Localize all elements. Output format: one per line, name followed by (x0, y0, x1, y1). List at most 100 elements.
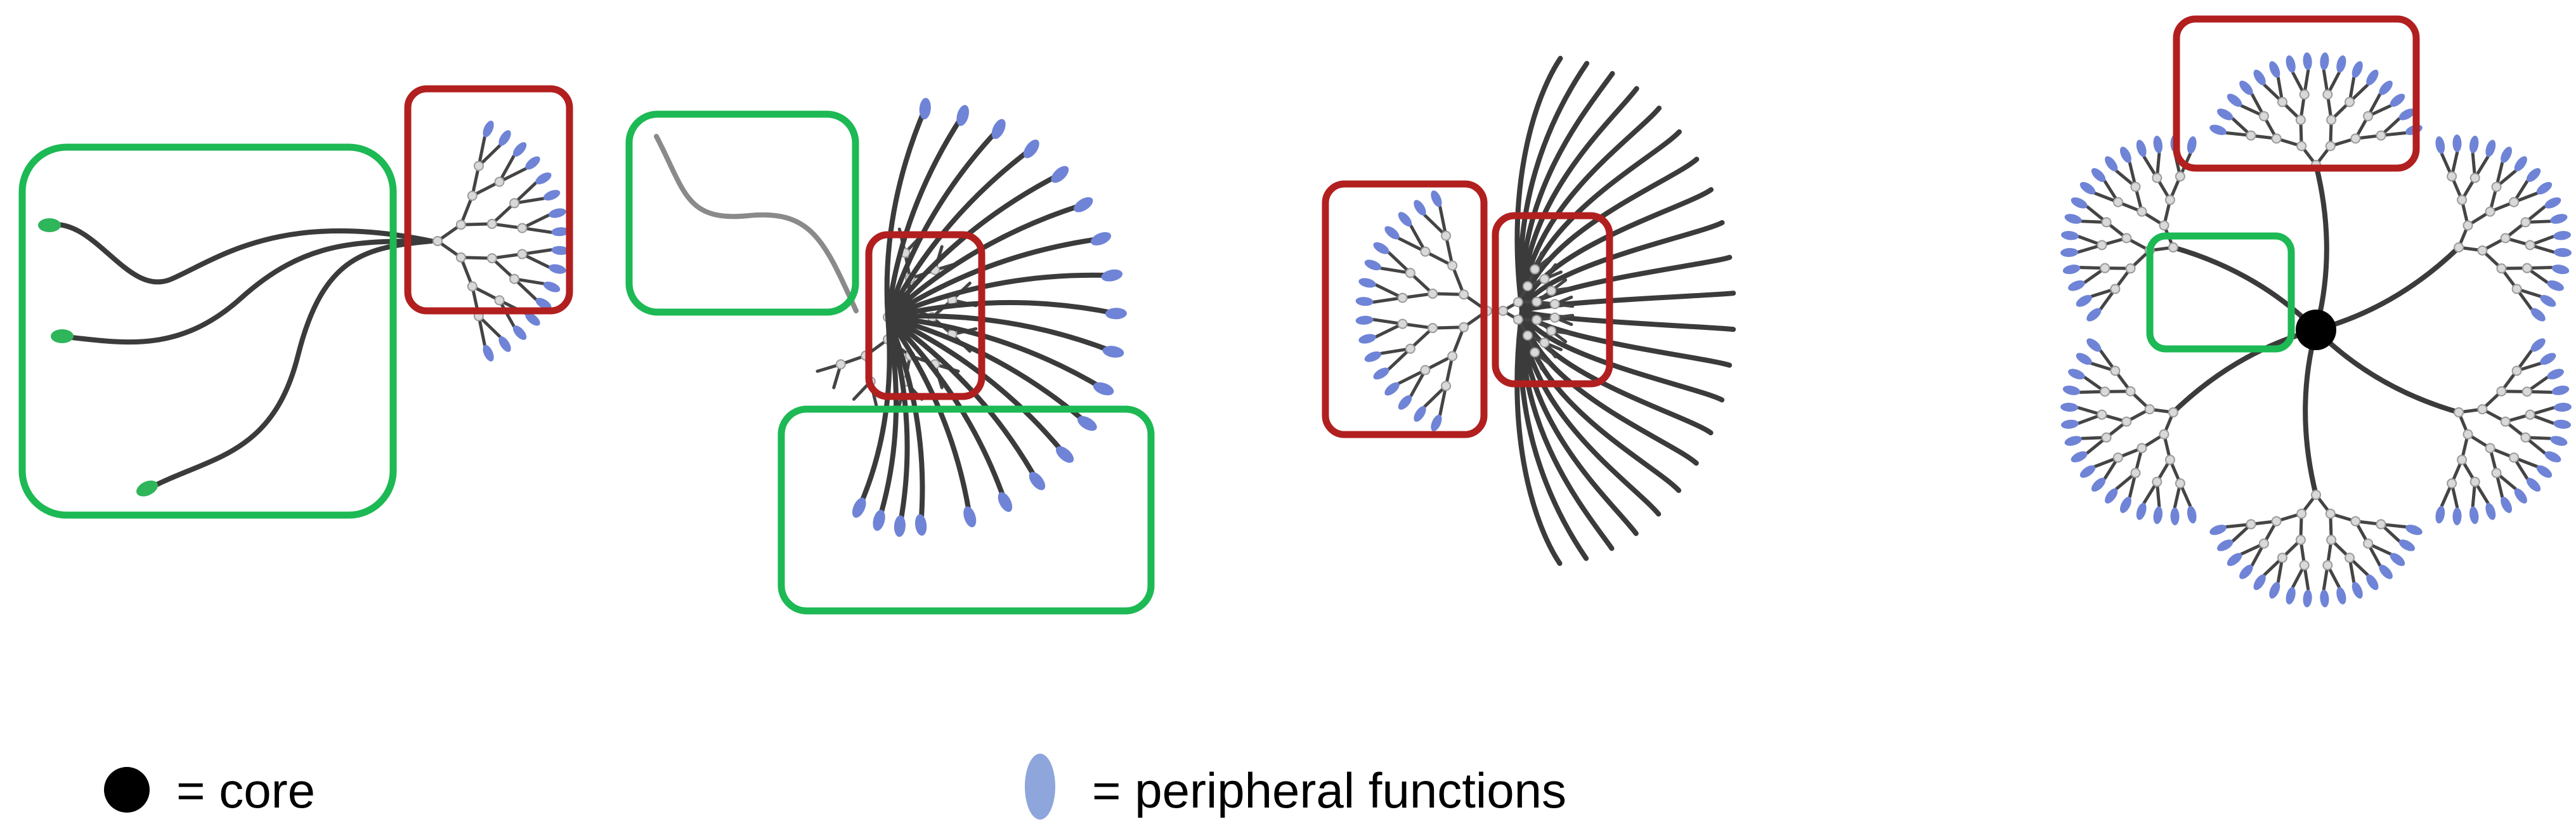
peripheral-function-icon (2405, 525, 2423, 535)
peripheral-function-icon (2379, 565, 2393, 579)
peripheral-function-icon (2153, 506, 2163, 525)
peripheral-function-icon (2390, 93, 2405, 107)
structure-4-arm-dendron (2060, 134, 2197, 322)
peripheral-function-icon (2209, 525, 2227, 535)
peripheral-function-icon (2469, 506, 2479, 525)
peripheral-function-icon (2398, 539, 2416, 551)
peripheral-function-icon (2227, 93, 2242, 107)
peripheral-function-icon (498, 336, 511, 352)
peripheral-function-icon (1384, 382, 1400, 396)
chain-end-icon (136, 480, 158, 497)
peripheral-function-icon (2068, 369, 2085, 380)
legend-peripheral-label: = peripheral functions (1092, 763, 1566, 818)
structure-4-arm-dendron (2209, 490, 2423, 608)
structure-2-dendron-chains (625, 98, 1155, 615)
peripheral-function-icon (2553, 402, 2572, 412)
peripheral-function-icon (2303, 52, 2312, 70)
peripheral-function-icon (2060, 419, 2079, 429)
structure-3-left-dendron (1355, 190, 1492, 431)
chain-end-icon (38, 218, 61, 232)
peripheral-function-icon (2352, 582, 2363, 599)
peripheral-function-icon (2540, 294, 2556, 307)
peripheral-function-icon (2501, 147, 2513, 163)
peripheral-function-icon (543, 281, 561, 292)
core-icon (2296, 310, 2336, 350)
peripheral-function-icon (2060, 402, 2079, 412)
peripheral-function-icon (1398, 395, 1412, 410)
peripheral-function-icon (483, 121, 494, 138)
peripheral-function-icon (2303, 589, 2312, 608)
peripheral-function-icon (2239, 81, 2253, 95)
peripheral-function-icon (2553, 419, 2572, 429)
peripheral-function-icon (2209, 124, 2227, 135)
peripheral-function-icon (549, 264, 566, 274)
peripheral-function-icon (2530, 338, 2546, 352)
structure-4-arm-dendron (2435, 338, 2572, 525)
peripheral-function-icon (543, 190, 561, 201)
peripheral-function-icon (2068, 280, 2085, 291)
peripheral-function-icon (2435, 506, 2445, 524)
peripheral-function-icon (525, 156, 540, 170)
peripheral-function-icon (998, 492, 1013, 512)
peripheral-function-icon (2079, 465, 2096, 478)
structure-4-core-dendrimer (2060, 15, 2572, 608)
peripheral-function-icon (1431, 414, 1442, 431)
peripheral-function-icon (2187, 136, 2197, 154)
structure-3-brush (1514, 55, 1736, 566)
peripheral-function-icon (2091, 478, 2106, 492)
peripheral-function-icon (551, 227, 569, 237)
peripheral-function-icon (2119, 497, 2131, 513)
peripheral-function-icon (2320, 589, 2329, 608)
legend-peripheral-icon (1025, 754, 1055, 820)
peripheral-function-icon (1398, 212, 1412, 226)
peripheral-function-icon (512, 142, 527, 157)
peripheral-function-icon (2079, 181, 2096, 195)
peripheral-function-icon (2485, 502, 2496, 520)
peripheral-function-icon (2064, 214, 2082, 224)
structure-4-chain-frame (2146, 232, 2295, 353)
peripheral-function-icon (2320, 52, 2329, 70)
structure-4-arm-dendron (2435, 134, 2572, 322)
peripheral-function-icon (498, 130, 511, 146)
peripheral-function-icon (2550, 436, 2568, 446)
structure-2-chain-frame (625, 110, 859, 316)
peripheral-function-icon (1101, 269, 1123, 282)
peripheral-function-icon (2060, 231, 2079, 240)
peripheral-function-icon (956, 105, 969, 126)
peripheral-function-icon (2544, 451, 2561, 462)
peripheral-function-icon (2390, 553, 2405, 566)
peripheral-function-icon (1051, 166, 1069, 183)
peripheral-function-icon (2544, 197, 2561, 209)
peripheral-function-icon (2435, 136, 2445, 154)
peripheral-function-icon (2086, 308, 2102, 322)
peripheral-function-icon (2536, 465, 2553, 478)
peripheral-function-icon (1105, 308, 1127, 320)
peripheral-function-icon (2553, 248, 2572, 258)
peripheral-function-icon (1090, 232, 1112, 246)
structure-1-dendron-frame (404, 85, 573, 315)
peripheral-function-icon (873, 509, 885, 531)
peripheral-function-icon (2062, 385, 2081, 395)
peripheral-function-icon (1364, 351, 1382, 362)
peripheral-function-icon (2216, 108, 2234, 121)
peripheral-function-icon (549, 208, 566, 218)
structure-4-dendron-frame (2173, 15, 2420, 172)
peripheral-function-icon (535, 172, 552, 185)
peripheral-function-icon (2187, 506, 2197, 524)
peripheral-function-icon (2153, 135, 2163, 154)
peripheral-function-icon (2253, 574, 2266, 591)
peripheral-function-icon (2526, 478, 2541, 492)
peripheral-function-icon (2452, 507, 2462, 525)
peripheral-function-icon (2136, 140, 2147, 157)
peripheral-function-icon (2170, 507, 2180, 525)
peripheral-function-icon (2485, 140, 2496, 157)
peripheral-function-icon (2452, 134, 2462, 153)
peripheral-function-icon (1373, 242, 1389, 254)
peripheral-function-icon (1093, 382, 1114, 396)
peripheral-function-icon (535, 298, 552, 310)
peripheral-function-icon (2547, 369, 2564, 380)
peripheral-function-icon (1355, 297, 1374, 306)
structure-2-dendron-frame (865, 231, 986, 400)
peripheral-function-icon (2071, 197, 2088, 209)
